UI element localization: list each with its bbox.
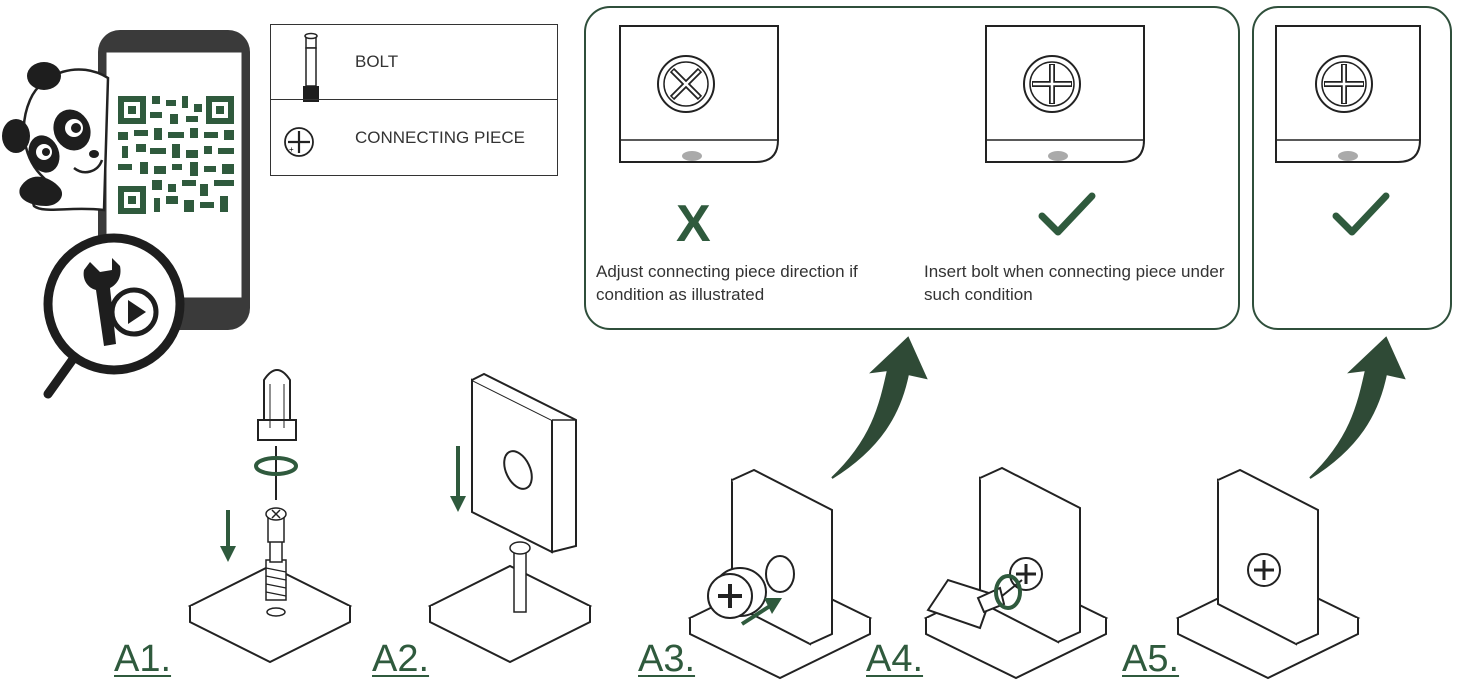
result-panel — [1252, 6, 1452, 330]
down-arrow-icon — [220, 510, 236, 562]
parts-legend: BOLT CONNECTING PIECE — [270, 24, 558, 176]
play-icon — [109, 287, 159, 337]
step-label-a4: A4. — [866, 638, 924, 680]
legend-label-connecting-piece: CONNECTING PIECE — [355, 127, 526, 147]
step-a2-figure — [427, 372, 593, 664]
bolt-icon — [303, 32, 319, 102]
wrench-icon — [83, 258, 121, 346]
step-a1-figure — [187, 369, 353, 664]
svg-text:+: + — [289, 145, 294, 154]
check-mark-result — [1332, 192, 1390, 236]
connecting-piece-icon: + — [284, 127, 314, 157]
thumb-result — [1275, 25, 1421, 163]
rotate-arrow-icon — [254, 456, 298, 476]
thumb-wrong — [619, 25, 779, 163]
step-label-a5: A5. — [1122, 638, 1180, 680]
legend-row-connecting-piece: CONNECTING PIECE — [271, 100, 557, 175]
qr-code-icon — [116, 94, 236, 216]
step-a3-figure — [687, 468, 873, 680]
wrench-play-badge — [43, 233, 185, 375]
right-caption: Insert bolt when connecting piece under … — [924, 262, 1225, 304]
check-mark-right — [1038, 192, 1096, 236]
wrong-mark: X — [676, 195, 711, 253]
thumb-right — [985, 25, 1145, 163]
legend-label-bolt: BOLT — [355, 52, 399, 71]
orientation-panel — [584, 6, 1240, 330]
wrong-caption: Adjust connecting piece direction if con… — [596, 262, 858, 304]
curved-arrow-icon-2 — [1309, 336, 1406, 479]
panda-icon — [2, 62, 110, 212]
step-label-a3: A3. — [638, 638, 696, 680]
legend-row-bolt: BOLT — [271, 25, 557, 100]
step-label-a1: A1. — [114, 638, 172, 680]
curved-arrow-icon — [831, 336, 928, 479]
step-label-a2: A2. — [372, 638, 430, 680]
step-a5-figure — [1175, 468, 1361, 680]
step-a4-figure — [923, 466, 1109, 680]
